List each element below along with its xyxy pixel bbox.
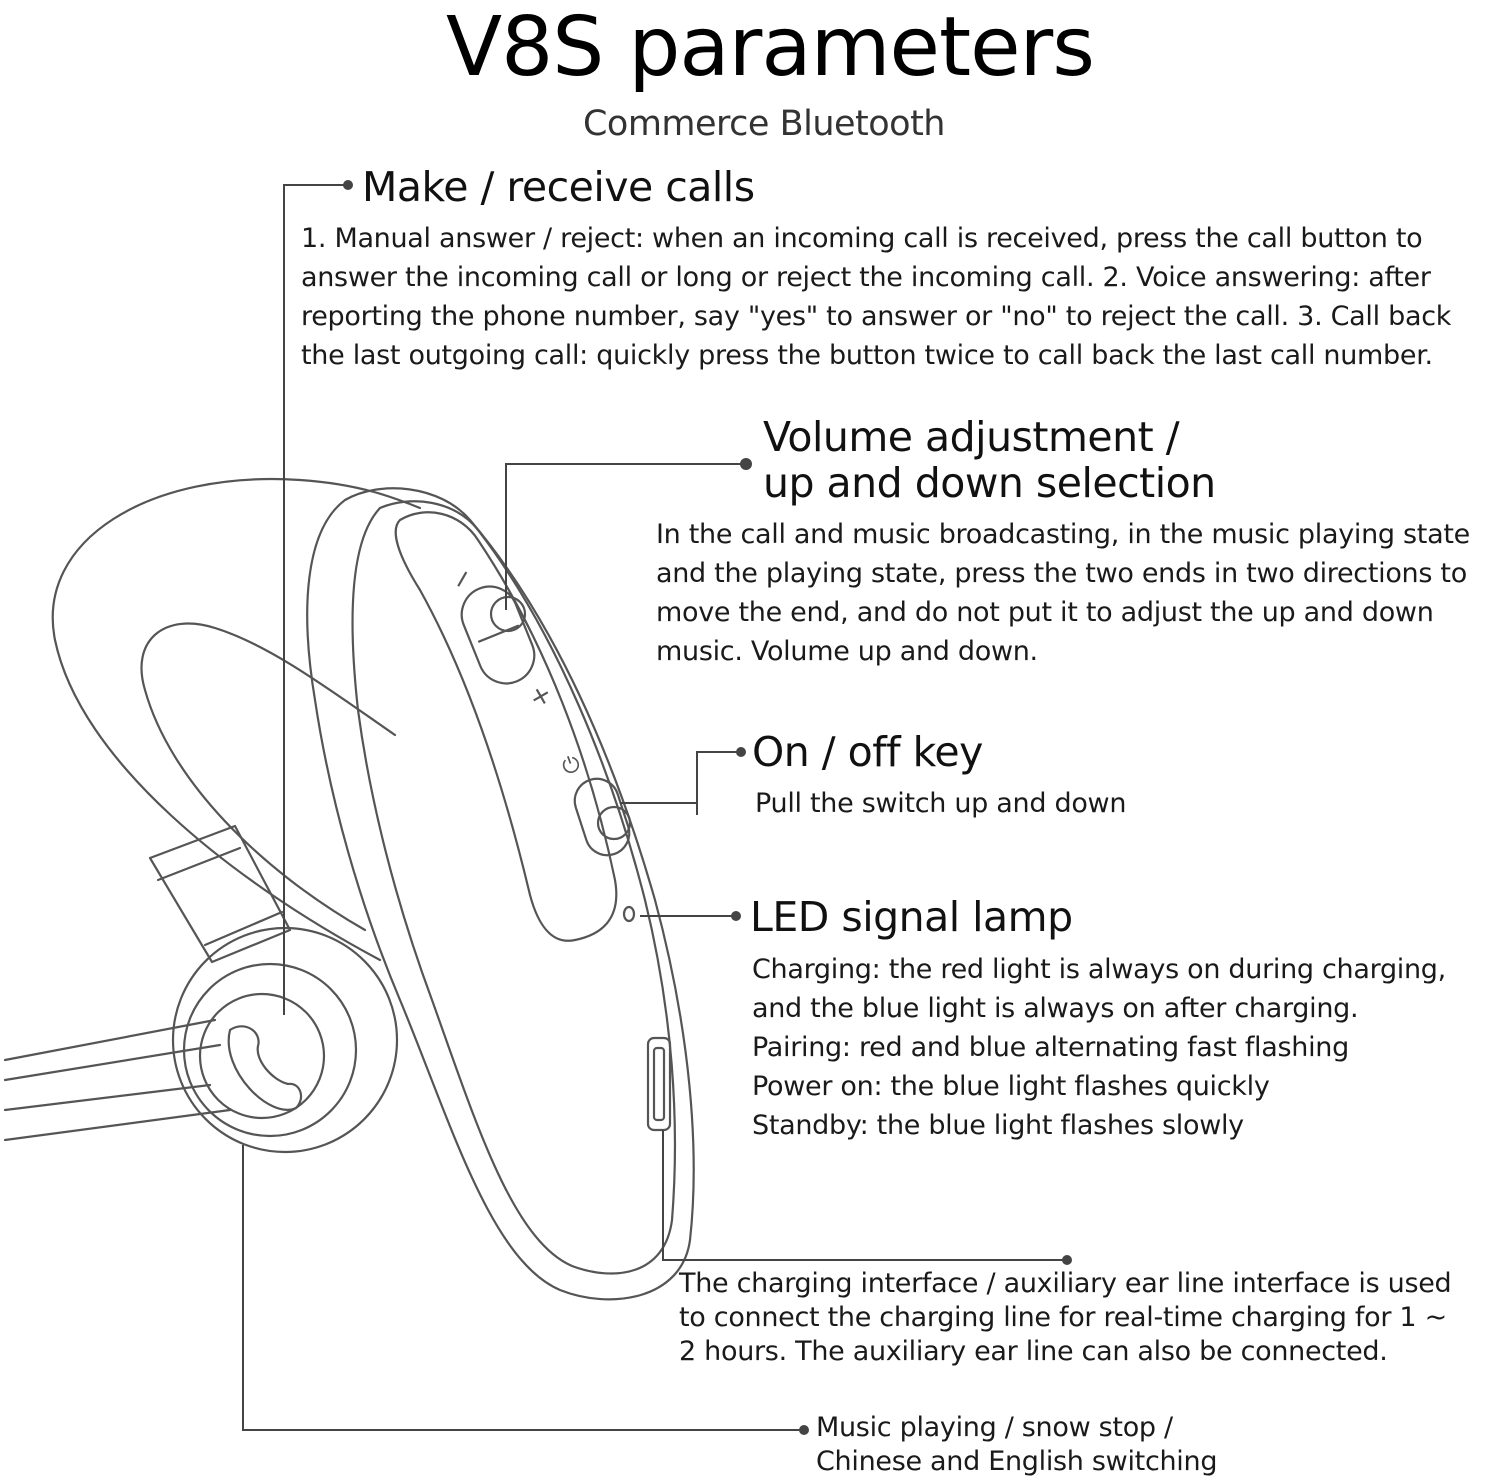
music-line: Music playing / snow stop / <box>816 1412 1173 1443</box>
earpiece-middle <box>182 962 358 1138</box>
callout-line-calls <box>283 184 344 1015</box>
charging-line: to connect the charging line for real-ti… <box>679 1302 1447 1333</box>
calls-line: answer the incoming call or long or reje… <box>301 262 1431 293</box>
callout-dot-calls <box>343 180 353 190</box>
button-panel <box>394 511 618 942</box>
power-line: Pull the switch up and down <box>755 788 1127 819</box>
charging-line: The charging interface / auxiliary ear l… <box>679 1268 1452 1299</box>
calls-line: reporting the phone number, say "yes" to… <box>301 301 1452 332</box>
music-line: Chinese and English switching <box>816 1446 1218 1477</box>
callout-dot-volume <box>740 458 752 470</box>
led-line: Standby: the blue light flashes slowly <box>752 1110 1244 1141</box>
led-line: Charging: the red light is always on dur… <box>752 954 1446 985</box>
calls-line: 1. Manual answer / reject: when an incom… <box>301 223 1423 254</box>
ear-hook-outer <box>51 477 422 962</box>
music-description: Music playing / snow stop / Chinese and … <box>816 1411 1217 1479</box>
power-glyph: ⏻ <box>559 751 584 780</box>
callout-dot-charging <box>1062 1255 1072 1265</box>
page-title: V8S parameters <box>445 0 1095 95</box>
charging-line: 2 hours. The auxiliary ear line can also… <box>679 1336 1388 1367</box>
volume-heading: Volume adjustment / up and down selectio… <box>763 414 1216 506</box>
callout-line-power <box>620 751 738 804</box>
volume-heading-line: Volume adjustment / <box>763 413 1180 461</box>
callout-line-volume <box>505 463 745 610</box>
power-heading: On / off key <box>752 728 983 776</box>
power-switch <box>573 777 631 857</box>
charging-port <box>646 1036 672 1132</box>
volume-line: move the end, and do not put it to adjus… <box>656 597 1434 628</box>
calls-description: 1. Manual answer / reject: when an incom… <box>301 219 1451 375</box>
ear-hook-inner <box>140 622 397 932</box>
callout-dot-led <box>731 911 741 921</box>
volume-description: In the call and music broadcasting, in t… <box>656 515 1470 671</box>
phone-symbol <box>227 1025 303 1111</box>
calls-heading: Make / receive calls <box>362 163 755 211</box>
led-heading: LED signal lamp <box>750 893 1073 941</box>
plus-glyph: + <box>524 678 558 715</box>
body-bevel <box>351 500 677 1275</box>
volume-line: music. Volume up and down. <box>656 636 1038 667</box>
volume-line: In the call and music broadcasting, in t… <box>656 519 1470 550</box>
calls-line: the last outgoing call: quickly press th… <box>301 340 1433 371</box>
led-line: Pairing: red and blue alternating fast f… <box>752 1032 1349 1063</box>
callout-line-charging <box>662 1130 1066 1261</box>
volume-rocker <box>460 585 536 685</box>
boom-mic <box>3 1018 232 1142</box>
callout-line-music <box>242 1145 802 1431</box>
led-line: and the blue light is always on after ch… <box>752 993 1359 1024</box>
power-description: Pull the switch up and down <box>755 784 1126 823</box>
body-outer <box>306 487 695 1301</box>
callout-dot-music <box>799 1425 809 1435</box>
callout-dot-power <box>736 747 746 757</box>
charging-description: The charging interface / auxiliary ear l… <box>679 1267 1452 1369</box>
hook-sleeve <box>148 824 292 964</box>
earpiece-inner <box>198 992 326 1120</box>
page-subtitle: Commerce Bluetooth <box>582 104 946 144</box>
led-description: Charging: the red light is always on dur… <box>752 950 1446 1145</box>
led-indicator <box>622 905 636 923</box>
volume-heading-line: up and down selection <box>763 459 1216 507</box>
volume-line: and the playing state, press the two end… <box>656 558 1467 589</box>
led-line: Power on: the blue light flashes quickly <box>752 1071 1270 1102</box>
